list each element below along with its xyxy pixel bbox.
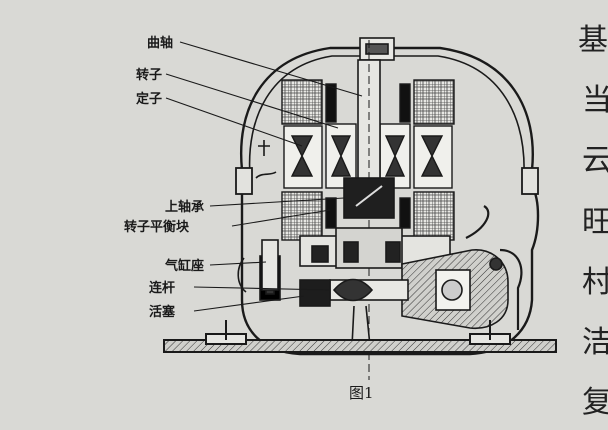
label-stator: 定子 [135, 91, 162, 107]
side-text-column: 基 当 云 旺 村 洁 复 [578, 23, 608, 420]
figure-caption: 图1 [349, 384, 374, 402]
leader-lines [165, 41, 363, 312]
side-char: 洁 [582, 325, 608, 360]
side-char: 云 [582, 143, 608, 178]
left-fittings [237, 140, 279, 293]
side-char: 村 [582, 265, 608, 300]
side-char: 当 [582, 83, 608, 118]
label-piston: 活塞 [149, 304, 176, 320]
mounting-base [163, 320, 557, 353]
label-connecting-rod: 连杆 [149, 280, 175, 296]
side-char: 复 [582, 385, 608, 420]
crankshaft [343, 40, 395, 380]
side-char: 基 [578, 23, 608, 58]
crankshaft-top [359, 37, 395, 61]
label-cylinder-seat: 气缸座 [165, 258, 204, 274]
label-crankshaft: 曲轴 [147, 35, 173, 51]
label-rotor-balance: 转子平衡块 [124, 219, 190, 235]
diagram-labels: 曲轴 转子 定子 上轴承 转子平衡块 气缸座 连杆 活塞 [124, 35, 204, 320]
label-rotor: 转子 [136, 67, 162, 83]
side-char: 旺 [582, 205, 608, 240]
label-upper-bearing: 上轴承 [165, 199, 204, 215]
